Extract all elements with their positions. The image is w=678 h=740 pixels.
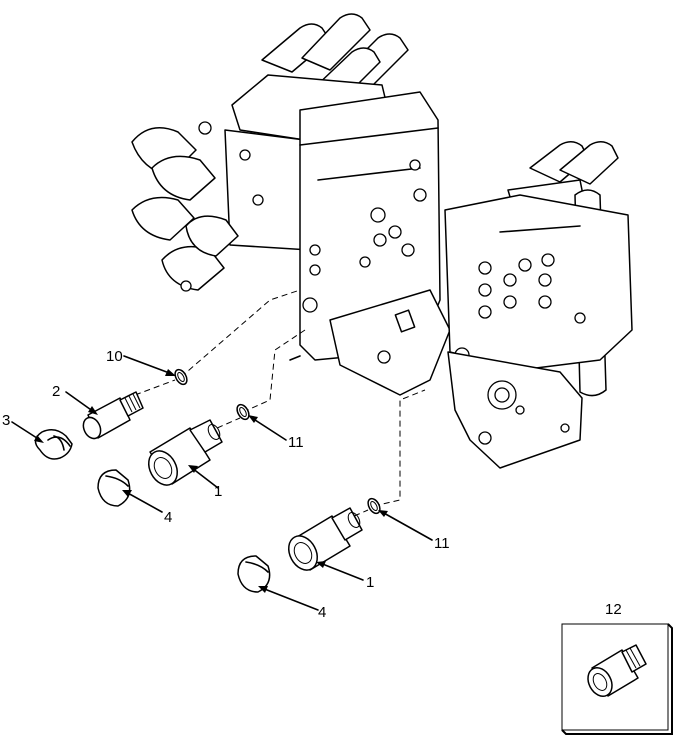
callout-12: 12 <box>605 601 622 618</box>
left-valve-assembly <box>131 13 451 396</box>
part-1-fitting-upper <box>147 419 223 486</box>
callout-11-upper: 11 <box>288 434 304 451</box>
callout-11-lower: 11 <box>434 535 450 552</box>
part-4-cap-upper <box>97 469 131 507</box>
part-3-clip <box>34 429 73 460</box>
part-11-o-ring-upper <box>236 403 250 421</box>
callout-10: 10 <box>106 348 123 365</box>
part-2-plug <box>82 391 144 440</box>
part-10-o-ring <box>174 368 188 386</box>
callout-4-upper: 4 <box>164 509 172 526</box>
callout-2: 2 <box>52 383 60 400</box>
right-valve-assembly <box>444 141 633 469</box>
part-11-o-ring-lower <box>367 497 381 515</box>
callout-1-lower: 1 <box>366 574 374 591</box>
callout-4-lower: 4 <box>318 604 326 621</box>
part-1-fitting-lower <box>287 507 363 571</box>
callout-3: 3 <box>2 412 10 429</box>
inset-part-12 <box>561 623 673 735</box>
callout-1-upper: 1 <box>214 483 222 500</box>
callout-arrows <box>11 355 433 611</box>
part-4-cap-lower <box>237 555 271 593</box>
